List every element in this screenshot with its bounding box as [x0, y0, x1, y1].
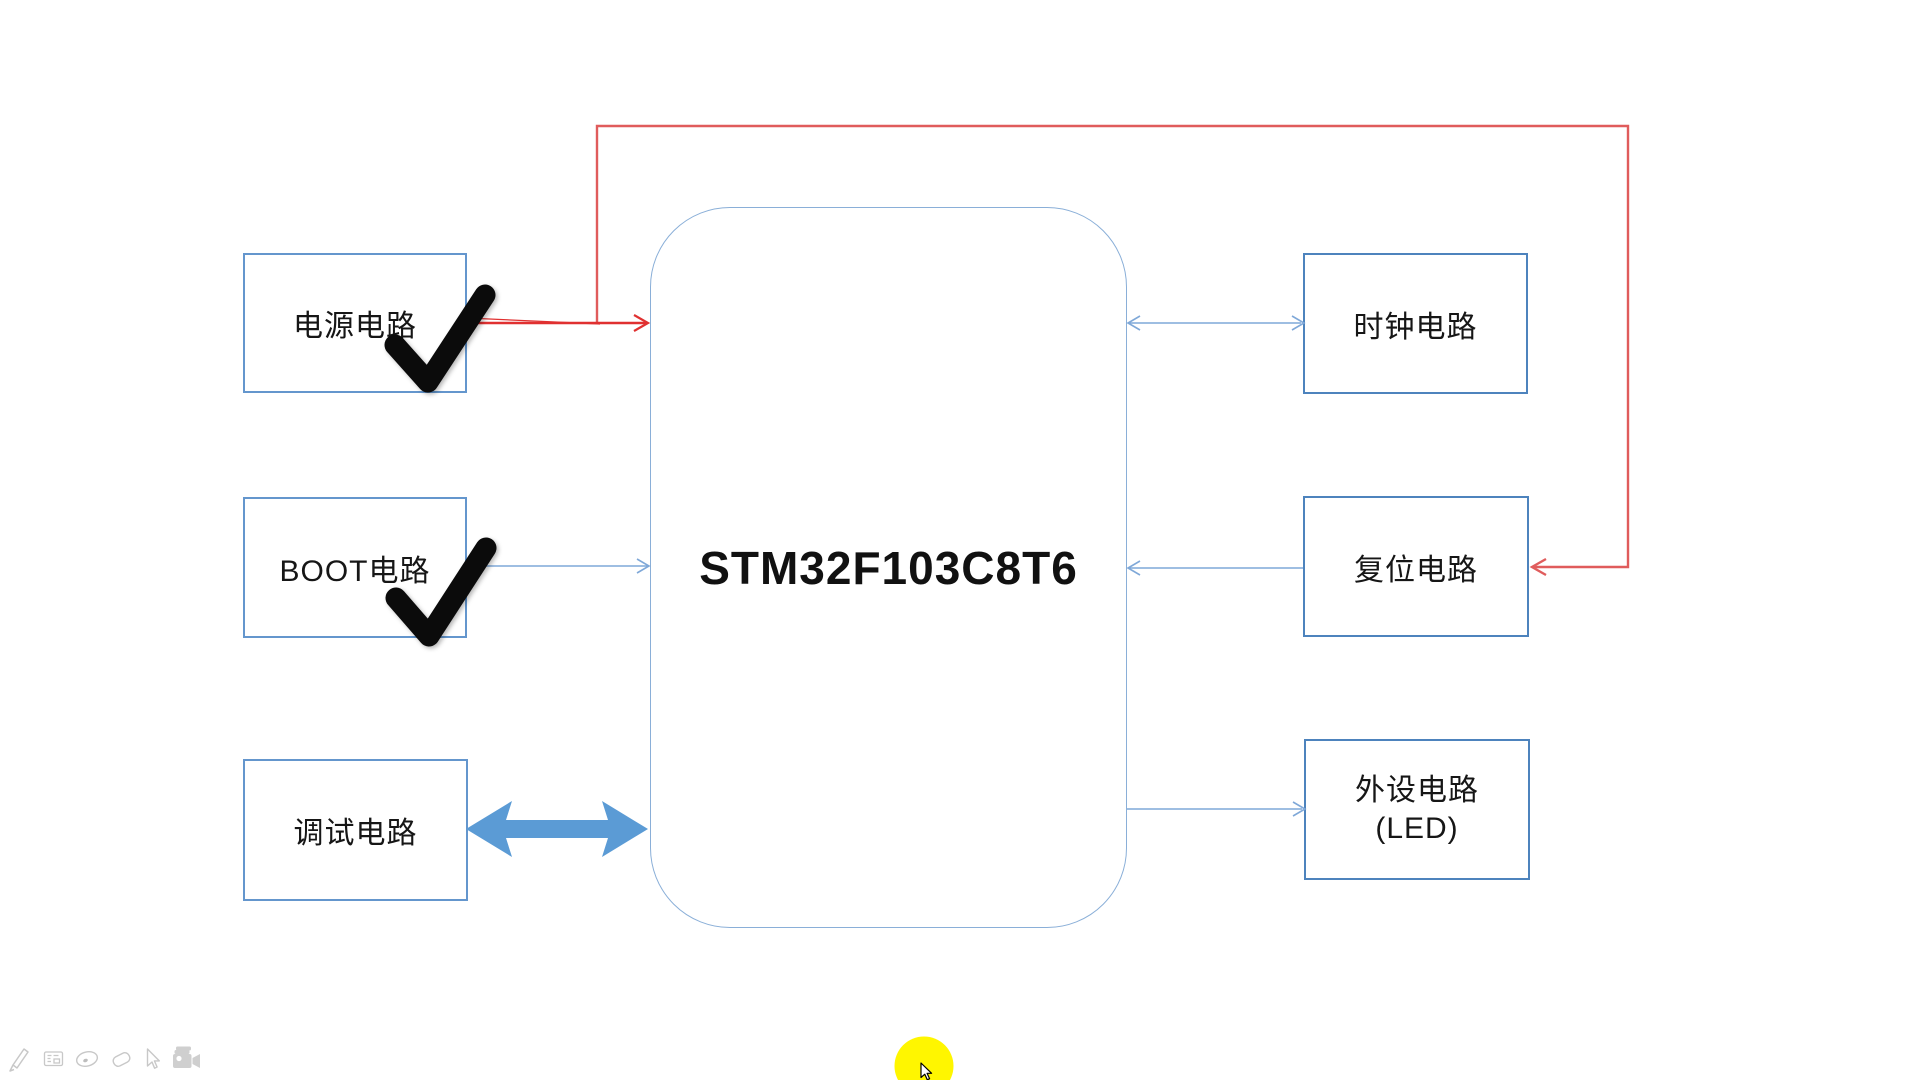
mcu-clock-double-arrow — [1126, 315, 1306, 331]
power-to-mcu-red-arrow — [466, 314, 651, 332]
node-clock-label: 时钟电路 — [1353, 310, 1478, 344]
node-debug-circuit: 调试电路 — [243, 759, 468, 901]
node-power-label: 电源电路 — [293, 310, 417, 343]
mcu-block: STM32F103C8T6 — [650, 207, 1127, 928]
debug-mcu-double-arrow — [466, 801, 648, 857]
camera-icon[interactable] — [171, 1045, 202, 1073]
node-debug-label: 调试电路 — [293, 817, 418, 850]
node-power-circuit: 电源电路 — [243, 253, 467, 393]
mcu-to-peripheral-arrow — [1127, 801, 1307, 817]
laser-pointer-icon[interactable] — [74, 1048, 100, 1070]
eraser-icon[interactable] — [110, 1048, 133, 1070]
mouse-cursor — [920, 1062, 933, 1080]
boot-to-mcu-arrow — [467, 558, 651, 574]
node-clock-circuit: 时钟电路 — [1303, 253, 1528, 394]
reset-to-mcu-arrow — [1126, 560, 1303, 576]
annotation-toolbar — [6, 1042, 202, 1076]
mcu-label: STM32F103C8T6 — [699, 541, 1078, 594]
pen-icon[interactable] — [6, 1045, 33, 1073]
cursor-icon[interactable] — [143, 1047, 161, 1072]
node-reset-circuit: 复位电路 — [1303, 496, 1529, 637]
node-boot-label: BOOT电路 — [279, 554, 431, 588]
node-peripheral-sublabel: (LED) — [1375, 811, 1459, 845]
node-boot-circuit: BOOT电路 — [243, 497, 467, 638]
node-reset-label: 复位电路 — [1354, 553, 1478, 587]
notes-panel-icon[interactable] — [43, 1049, 64, 1069]
node-peripheral-label: 外设电路 — [1355, 773, 1479, 807]
pointer-highlight — [894, 1036, 954, 1080]
node-peripheral-circuit: 外设电路 (LED) — [1304, 739, 1530, 880]
